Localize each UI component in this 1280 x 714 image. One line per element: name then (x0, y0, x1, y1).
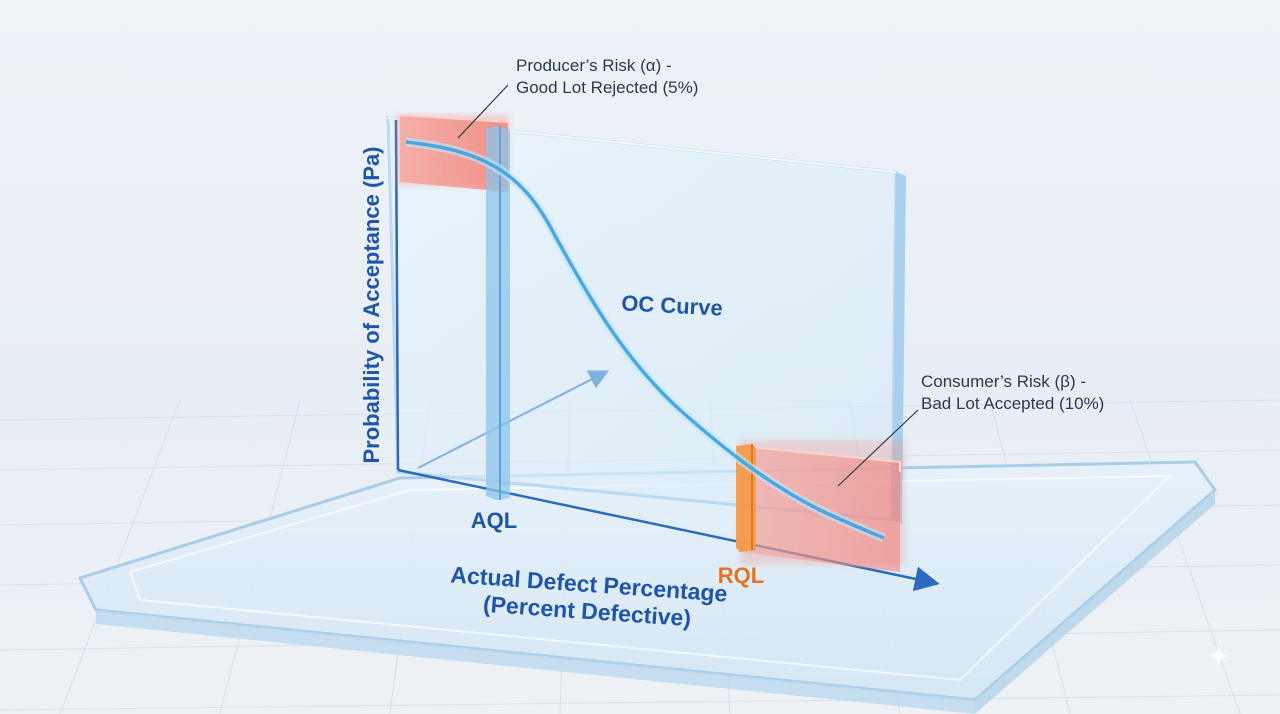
consumer-risk-line2: Bad Lot Accepted (10%) (921, 394, 1105, 413)
producer-risk-leader (457, 84, 509, 139)
consumer-risk-leader (837, 409, 919, 487)
oc-curve-label: OC Curve (620, 290, 724, 321)
consumer-risk-box (739, 440, 905, 572)
consumer-risk-annotation: Consumer’s Risk (β) - Bad Lot Accepted (… (921, 371, 1104, 415)
aql-pillar (486, 126, 510, 500)
oc-curve (405, 137, 886, 543)
y-axis-label: Probability of Acceptance (Pa) (359, 146, 384, 464)
producer-risk-annotation: Producer’s Risk (α) - Good Lot Rejected … (516, 55, 698, 99)
producer-risk-line2: Good Lot Rejected (5%) (516, 78, 699, 97)
sparkle-icon: ✦ (1206, 641, 1232, 674)
rql-label: RQL (717, 563, 765, 588)
aql-label: AQL (470, 508, 518, 533)
producer-risk-line1: Producer’s Risk (α) - (516, 56, 672, 75)
consumer-risk-line1: Consumer’s Risk (β) - (921, 372, 1087, 391)
glass-base-plate (77, 460, 1218, 714)
